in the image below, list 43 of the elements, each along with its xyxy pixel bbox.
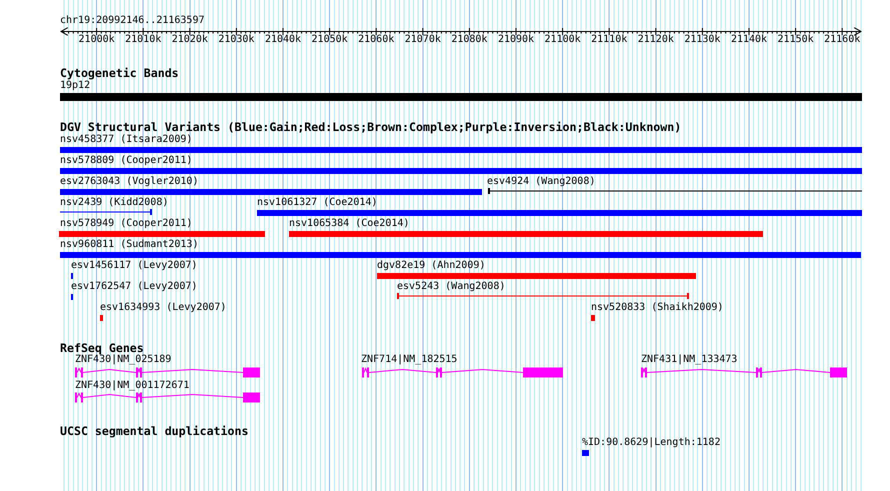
feature-label: nsv578949 (Cooper2011)	[60, 218, 192, 229]
feature-label: esv4924 (Wang2008)	[487, 176, 596, 187]
tick-label: 21100k	[544, 34, 581, 45]
feature-label: esv1634993 (Levy2007)	[100, 302, 226, 313]
gene-label: ZNF714|NM_182515	[361, 354, 458, 365]
track-title: RefSeq Genes	[60, 342, 144, 355]
tick-label: 21150k	[778, 34, 814, 45]
feature-label: esv1762547 (Levy2007)	[71, 281, 198, 292]
tick-label: 21060k	[358, 34, 394, 45]
gene-label: ZNF431|NM_133473	[641, 354, 738, 365]
feature-label: nsv960811 (Sudmant2013)	[60, 239, 198, 250]
tick-label: 21010k	[125, 34, 162, 45]
feature-label: nsv2439 (Kidd2008)	[60, 197, 168, 208]
tick-label: 21030k	[218, 34, 254, 45]
tick-label: 21130k	[684, 34, 720, 45]
tick-label: 21050k	[312, 34, 348, 45]
gene-label: ZNF430|NM_025189	[75, 354, 172, 365]
tick-label: 21080k	[451, 34, 488, 45]
feature-label: nsv458377 (Itsara2009)	[60, 134, 192, 145]
feature-label: nsv520833 (Shaikh2009)	[591, 302, 724, 313]
feature-label: %ID:90.8629|Length:1182	[582, 437, 720, 448]
gene-label: ZNF430|NM_001172671	[75, 380, 190, 391]
feature-label: nsv1065384 (Coe2014)	[289, 218, 410, 229]
feature-label: esv1456117 (Levy2007)	[71, 260, 198, 271]
tick-label: 21070k	[404, 34, 441, 45]
feature-label: esv2763043 (Vogler2010)	[60, 176, 198, 187]
feature-label: dgv82e19 (Ahn2009)	[377, 260, 486, 271]
feature-label: nsv578809 (Cooper2011)	[60, 155, 192, 166]
track-title: UCSC segmental duplications	[60, 425, 248, 438]
tick-label: 21000k	[78, 34, 115, 45]
tick-label: 21110k	[591, 34, 628, 45]
tick-label: 21020k	[172, 34, 208, 45]
track-title: DGV Structural Variants (Blue:Gain;Red:Loss;Brown:Complex;Purple:Inversion;Black:Unknown)	[60, 121, 682, 134]
tick-label: 21160k	[824, 34, 860, 45]
locus-title: chr19:20992146..21163597	[60, 15, 204, 26]
tick-label: 21120k	[638, 34, 674, 45]
tick-label: 21040k	[264, 34, 302, 45]
track-title: Cytogenetic Bands	[60, 67, 179, 80]
feature-label: nsv1061327 (Coe2014)	[257, 197, 378, 208]
band-label: 19p12	[60, 80, 90, 91]
tick-label: 21090k	[498, 34, 534, 45]
feature-label: esv5243 (Wang2008)	[397, 281, 506, 292]
tick-label: 21140k	[730, 34, 768, 45]
